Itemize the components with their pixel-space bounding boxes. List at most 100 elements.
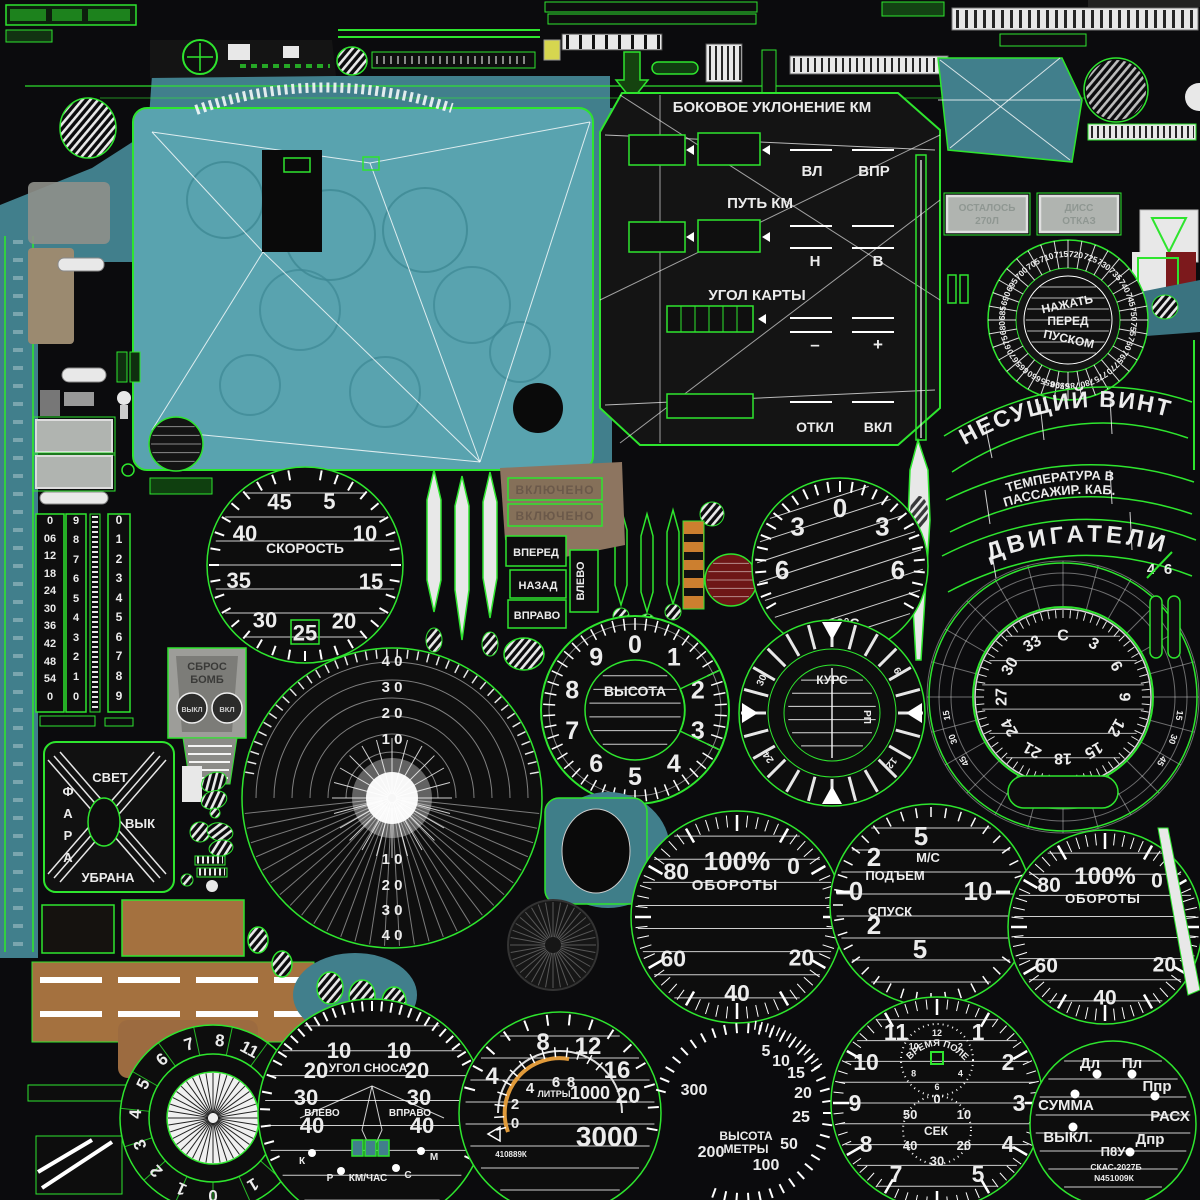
alt-digits-label-4: 4 bbox=[667, 750, 681, 778]
radar-wire-3 bbox=[151, 131, 264, 253]
white-pill-left bbox=[61, 367, 107, 383]
alt-green-wedge bbox=[679, 668, 730, 752]
selector-p8u: П8У bbox=[1101, 1144, 1127, 1159]
tape-digits-asc-values-label-1: 1 bbox=[116, 532, 123, 546]
leaf-1 bbox=[201, 771, 227, 793]
nav-panel-body bbox=[599, 92, 941, 446]
drift-title: УГОЛ СНОСА bbox=[329, 1061, 408, 1075]
button-vlevo-label: ВЛЕВО bbox=[575, 561, 587, 600]
egg-5 bbox=[271, 950, 293, 978]
fuel-i2: 2 bbox=[511, 1096, 519, 1113]
selector-ppr: Ппр bbox=[1142, 1078, 1171, 1095]
fuel-litry: ЛИТРЫ bbox=[537, 1089, 570, 1099]
radar-wire-4 bbox=[151, 251, 264, 431]
radar-panel bbox=[132, 82, 594, 471]
clock-subdial-top-numbers-label-3: 6 bbox=[934, 1082, 939, 1092]
fara-center-oval[interactable] bbox=[87, 797, 121, 847]
tape-digits-desc-values-label-5: 4 bbox=[73, 612, 80, 624]
tape-course-values-label-3: 18 bbox=[44, 568, 56, 580]
top-left-bar-seg2 bbox=[52, 9, 82, 21]
selector-dpr: Дпр bbox=[1136, 1131, 1165, 1148]
tape-digits-desc-values-label-8: 1 bbox=[73, 671, 79, 683]
arrow-1b bbox=[762, 145, 770, 155]
clock-subdial-bottom-numbers-label-3: 30 bbox=[930, 1154, 944, 1169]
compass-wire-3 bbox=[950, 584, 1176, 810]
nav-title: БОКОВОЕ УКЛОНЕНИЕ КМ bbox=[673, 99, 872, 116]
needle-c bbox=[482, 471, 498, 619]
clock-numbers-label-6: 8 bbox=[860, 1131, 873, 1157]
compass-wire-1 bbox=[926, 560, 1200, 834]
kurs-segments bbox=[741, 622, 923, 804]
radar-screen bbox=[132, 107, 594, 471]
counter-window-2b[interactable] bbox=[697, 219, 761, 253]
knob-scale-label-15: 790 bbox=[1050, 379, 1066, 391]
vario-0: 0 bbox=[849, 876, 863, 906]
compass-wire-spokes bbox=[927, 561, 1199, 833]
drift-20-l: 20 bbox=[304, 1058, 328, 1083]
clock-numbers-label-4: 5 bbox=[972, 1161, 985, 1187]
button-vpravo[interactable] bbox=[507, 599, 567, 629]
button-vlevo[interactable] bbox=[569, 549, 599, 613]
selector-dot-1 bbox=[1092, 1069, 1102, 1079]
counter-window-3[interactable] bbox=[666, 305, 754, 333]
alt-ticks bbox=[543, 618, 727, 802]
button-nazad[interactable] bbox=[509, 569, 567, 599]
fuel-i6: 6 bbox=[552, 1074, 560, 1091]
band-div-4 bbox=[984, 489, 991, 525]
knob-scale-label-9: 760 bbox=[1122, 335, 1137, 352]
stripe-box-diag1 bbox=[40, 1140, 114, 1190]
protractor-fan: 4 03 02 01 01 02 03 04 0 bbox=[241, 647, 543, 949]
tape-digits-asc-values-label-2: 2 bbox=[116, 552, 123, 566]
clock-numbers-label-1: 2 bbox=[1002, 1049, 1015, 1075]
radalt-200: 200 bbox=[698, 1144, 725, 1161]
tach-r-numbers-label-3: 60 bbox=[1035, 954, 1058, 977]
hatched-ball-tl bbox=[59, 97, 117, 159]
fuel-face bbox=[458, 1011, 662, 1200]
alt-digits-label-0: 0 bbox=[628, 631, 642, 659]
tach-l-major bbox=[635, 815, 839, 1019]
radalt-10: 10 bbox=[772, 1053, 790, 1070]
thin-pointer-track bbox=[915, 154, 927, 441]
button-vpered[interactable] bbox=[505, 535, 567, 567]
counter-window-4[interactable] bbox=[666, 393, 754, 419]
alt-inner-circle bbox=[584, 659, 686, 761]
tape-digits-desc bbox=[65, 513, 87, 713]
tach-l-100: 100% bbox=[704, 846, 771, 876]
tape-course bbox=[35, 513, 65, 713]
clock-subdial-bottom-numbers-label-5: 50 bbox=[903, 1107, 917, 1122]
counter-window-1a[interactable] bbox=[628, 134, 686, 166]
counter-window-1b[interactable] bbox=[697, 132, 761, 166]
small-parts-cluster bbox=[180, 766, 234, 892]
orange-striped-bar bbox=[682, 520, 705, 610]
radalt-100: 100 bbox=[753, 1157, 780, 1174]
label-v: В bbox=[873, 253, 884, 270]
vario-5-top: 5 bbox=[914, 821, 928, 851]
speed-ticks bbox=[209, 470, 401, 661]
selector-dot-4 bbox=[1150, 1091, 1160, 1101]
vario-spusk: СПУСК bbox=[868, 904, 912, 919]
tach-l-numbers-label-0: 0 bbox=[787, 853, 800, 879]
button-nazad-label: НАЗАД bbox=[519, 580, 558, 592]
band-div-3 bbox=[1109, 397, 1113, 435]
clock-numbers-label-8: 10 bbox=[853, 1049, 879, 1075]
counter-window-2a[interactable] bbox=[628, 221, 686, 253]
knob-scale-label-22: 680 bbox=[997, 320, 1009, 336]
green-pill-r2 bbox=[1167, 595, 1181, 659]
left-column-widgets bbox=[32, 351, 213, 505]
drift-letter-k: К bbox=[299, 1156, 306, 1167]
drift-20-r: 20 bbox=[405, 1058, 429, 1083]
selector-scanlines bbox=[1035, 1060, 1191, 1188]
bomb-btn-vkl[interactable] bbox=[211, 692, 243, 724]
bomb-btn-vykl[interactable] bbox=[176, 692, 208, 724]
needle-a-ball bbox=[425, 627, 443, 653]
selector-dot-6 bbox=[1125, 1147, 1135, 1157]
drum-starburst-rays bbox=[168, 1073, 258, 1163]
drift-dot-s bbox=[392, 1164, 400, 1172]
band2-arc-top bbox=[945, 463, 1195, 501]
